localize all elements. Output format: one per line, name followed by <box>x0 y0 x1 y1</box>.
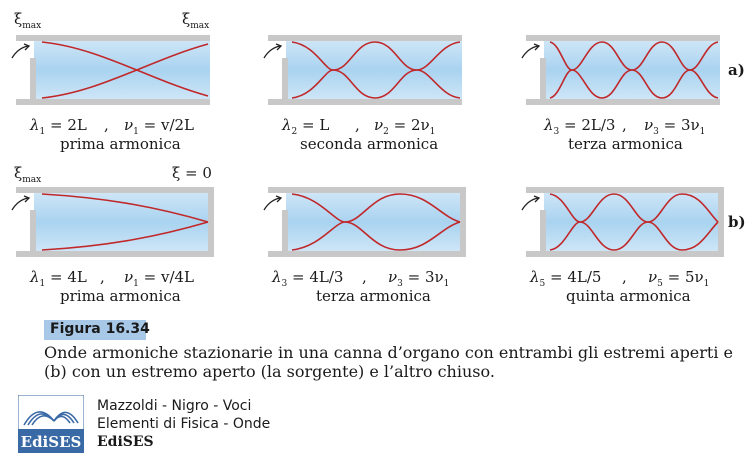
formula-b2: λ3 = 4L/3 , ν3 = 3ν1 terza armonica <box>271 268 449 305</box>
wave-curve <box>41 43 209 99</box>
svg-text:,: , <box>622 268 627 286</box>
svg-text:ν1 = v/4L: ν1 = v/4L <box>124 268 194 289</box>
figure-caption: Onde armoniche stazionarie in una canna … <box>44 343 734 381</box>
svg-text:,: , <box>622 116 627 134</box>
wave-curve <box>41 221 209 251</box>
harmonic-name: terza armonica <box>316 287 431 305</box>
tube-b2 <box>263 187 466 257</box>
formula-b1: λ1 = 4L , ν1 = v/4L prima armonica <box>29 268 194 305</box>
wave-curve <box>291 41 461 99</box>
harmonic-name: prima armonica <box>60 135 181 153</box>
harmonic-name: prima armonica <box>60 287 181 305</box>
wave-curve <box>549 193 719 251</box>
svg-text:ν3 = 3ν1: ν3 = 3ν1 <box>388 268 449 289</box>
wave-curve <box>41 193 209 223</box>
standing-waves-diagram: ξmax ξmax ξmax ξ = 0 a) b) λ1 = 2L , ν1 … <box>11 10 746 305</box>
svg-text:,: , <box>355 116 360 134</box>
harmonic-name: quinta armonica <box>566 287 691 305</box>
xi-zero-label-b-right: ξ = 0 <box>172 164 212 182</box>
wave-curve <box>41 41 209 97</box>
svg-text:ν2 = 2ν1: ν2 = 2ν1 <box>374 116 435 137</box>
formula-a1: λ1 = 2L , ν1 = v/2L prima armonica <box>29 116 194 153</box>
svg-text:λ1 = 4L: λ1 = 4L <box>29 268 87 289</box>
logo-text: EdiSES <box>21 433 82 451</box>
wave-curve <box>291 193 461 251</box>
svg-text:,: , <box>104 116 109 134</box>
svg-text:λ1 = 2L: λ1 = 2L <box>29 116 87 137</box>
svg-text:λ3 = 4L/3: λ3 = 4L/3 <box>271 268 343 289</box>
svg-text:λ5 = 4L/5: λ5 = 4L/5 <box>529 268 601 289</box>
tube-a2 <box>263 35 462 105</box>
formula-a3: λ3 = 2L/3 , ν3 = 3ν1 terza armonica <box>543 116 705 153</box>
tube-b3 <box>521 187 724 257</box>
svg-text:ν3 = 3ν1: ν3 = 3ν1 <box>644 116 705 137</box>
harmonic-name: terza armonica <box>568 135 683 153</box>
publisher-name: EdiSES <box>97 434 154 450</box>
figure-label: Figura 16.34 <box>50 321 150 337</box>
row-b-tag: b) <box>728 213 746 231</box>
harmonic-name: seconda armonica <box>300 135 438 153</box>
wave-curve <box>291 41 461 99</box>
wave-curve <box>549 41 719 99</box>
svg-text:λ2 = L: λ2 = L <box>281 116 329 137</box>
xi-max-label-a-right: ξmax <box>182 10 209 31</box>
publisher-book: Elementi di Fisica - Onde <box>97 416 271 432</box>
figure-label-box <box>44 320 146 340</box>
wave-curve <box>549 193 719 251</box>
svg-text:λ3 = 2L/3: λ3 = 2L/3 <box>543 116 615 137</box>
wave-curve <box>291 193 461 251</box>
svg-text:ν1 = v/2L: ν1 = v/2L <box>124 116 194 137</box>
edises-logo: EdiSES <box>18 395 84 453</box>
tube-a3 <box>521 35 720 105</box>
svg-text:,: , <box>362 268 367 286</box>
tube-b1 <box>11 187 214 257</box>
svg-text:,: , <box>100 268 105 286</box>
xi-max-label-b-left: ξmax <box>14 164 41 185</box>
formula-a2: λ2 = L , ν2 = 2ν1 seconda armonica <box>281 116 438 153</box>
tube-a1 <box>11 35 210 105</box>
source-arrow <box>11 45 29 59</box>
svg-text:ν5 = 5ν1: ν5 = 5ν1 <box>648 268 709 289</box>
row-a-tag: a) <box>728 61 745 79</box>
xi-max-label-a-left: ξmax <box>14 10 41 31</box>
formula-b3: λ5 = 4L/5 , ν5 = 5ν1 quinta armonica <box>529 268 709 305</box>
publisher-authors: Mazzoldi - Nigro - Voci <box>97 398 252 414</box>
